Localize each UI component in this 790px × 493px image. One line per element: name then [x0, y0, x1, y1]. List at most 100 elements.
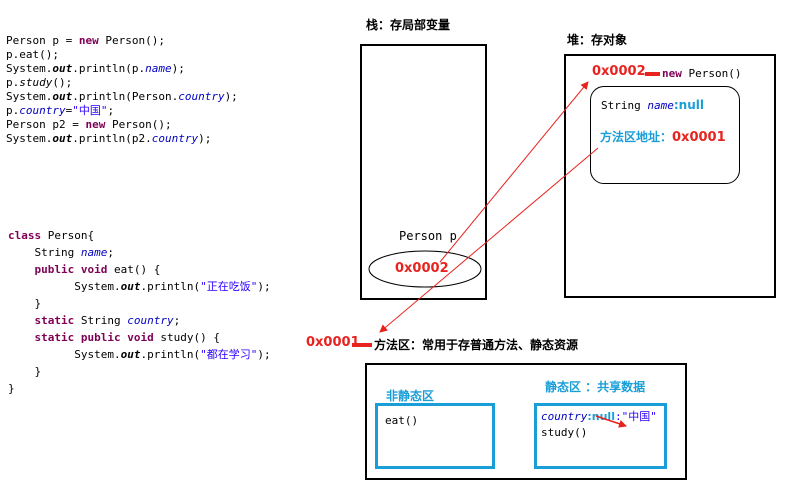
code-token: p.	[6, 104, 20, 117]
code-class-line: System.out.println("都在学习");	[8, 346, 271, 363]
code-token: }	[8, 297, 42, 310]
code-token: .println(	[140, 348, 201, 361]
heap-object-address: 0x0002	[592, 64, 646, 79]
code-token: ;	[107, 246, 114, 259]
code-token: out	[120, 348, 141, 361]
code-token: eat() {	[107, 263, 161, 276]
code-token: );	[198, 132, 212, 145]
heap-field-name: String name:null	[601, 98, 704, 112]
code-token: System.	[8, 348, 121, 361]
code-token: );	[171, 62, 185, 75]
code-token: name	[145, 62, 172, 75]
code-token: public	[80, 331, 121, 344]
code-token: .println(p.	[72, 62, 146, 75]
code-usage-line: Person p2 = new Person();	[6, 118, 238, 132]
stack-box	[360, 44, 487, 300]
heap-new-person-label: new Person()	[662, 67, 742, 80]
code-token: );	[257, 280, 271, 293]
non-static-method: eat()	[385, 414, 419, 427]
stack-var-address: 0x0002	[395, 261, 449, 276]
code-token: );	[224, 90, 238, 103]
method-area-title: 方法区：常用于存普通方法、静态资源	[374, 338, 579, 352]
code-token: Person{	[41, 229, 95, 242]
method-area-address: 0x0001	[306, 335, 360, 350]
code-token: name	[80, 246, 108, 259]
code-token: new	[85, 118, 106, 131]
code-usage-line: p.country="中国";	[6, 104, 238, 118]
code-token: p.eat();	[6, 48, 59, 61]
code-block-class: class Person{ String name; public void e…	[8, 227, 271, 397]
code-token: System.	[6, 62, 53, 75]
stack-var-label: Person p	[399, 229, 457, 243]
code-token: public	[34, 263, 75, 276]
code-token: .println(Person.	[72, 90, 179, 103]
code-class-line: System.out.println("正在吃饭");	[8, 278, 271, 295]
code-token: System.	[6, 90, 53, 103]
stack-title: 栈：存局部变量	[366, 18, 451, 32]
code-token: "中国"	[72, 104, 108, 117]
static-field: country:null:"中国"	[541, 410, 657, 423]
code-token: country	[19, 104, 66, 117]
heap-object-box	[590, 86, 740, 184]
code-token: out	[52, 62, 73, 75]
code-token: static	[34, 331, 75, 344]
code-token: String	[74, 314, 128, 327]
code-token: Person p2 =	[6, 118, 86, 131]
non-static-box	[375, 403, 495, 469]
code-class-line: static public void study() {	[8, 329, 271, 346]
code-token: class	[8, 229, 42, 242]
code-token: .println(p2.	[72, 132, 152, 145]
code-token: ;	[173, 314, 181, 327]
code-token: study() {	[153, 331, 220, 344]
code-token: .println(	[140, 280, 201, 293]
code-class-line: class Person{	[8, 227, 271, 244]
code-token: country	[127, 314, 174, 327]
code-token: Person();	[98, 34, 165, 47]
code-token: System.	[8, 280, 121, 293]
heap-method-address: 方法区地址：0x0001	[600, 130, 726, 145]
code-token: p.	[6, 76, 20, 89]
heap-address-connector	[645, 72, 660, 76]
code-class-line: String name;	[8, 244, 271, 261]
code-class-line: }	[8, 295, 271, 312]
code-class-line: static String country;	[8, 312, 271, 329]
code-token: out	[52, 132, 73, 145]
code-token: =	[65, 104, 73, 117]
code-usage-line: p.study();	[6, 76, 238, 90]
code-token: );	[257, 348, 271, 361]
code-token: country	[151, 132, 199, 145]
code-token: out	[52, 90, 73, 103]
method-area-box	[365, 363, 687, 480]
code-token: }	[8, 382, 15, 395]
code-token: country	[178, 90, 225, 103]
code-token: Person p =	[6, 34, 79, 47]
code-block-usage: Person p = new Person();p.eat();System.o…	[6, 34, 238, 146]
code-usage-line: Person p = new Person();	[6, 34, 238, 48]
code-token: String	[8, 246, 81, 259]
code-token: static	[34, 314, 75, 327]
code-token: ();	[52, 76, 73, 89]
stack-var-ellipse	[368, 250, 482, 288]
code-token: System.	[6, 132, 53, 145]
code-usage-line: System.out.println(Person.country);	[6, 90, 238, 104]
code-token: "都在学习"	[200, 348, 258, 361]
code-usage-line: System.out.println(p2.country);	[6, 132, 238, 146]
code-usage-line: System.out.println(p.name);	[6, 62, 238, 76]
code-usage-line: p.eat();	[6, 48, 238, 62]
code-token: Person();	[105, 118, 172, 131]
code-token: "正在吃饭"	[200, 280, 258, 293]
code-class-line: public void eat() {	[8, 261, 271, 278]
code-token: }	[8, 365, 42, 378]
code-token: ;	[107, 104, 115, 117]
code-token: new	[78, 34, 99, 47]
code-class-line: }	[8, 380, 271, 397]
static-method: study()	[541, 426, 588, 439]
code-token: void	[80, 263, 108, 276]
static-title: 静态区 ：共享数据	[545, 380, 646, 394]
static-box	[534, 403, 667, 469]
non-static-title: 非静态区	[386, 389, 435, 403]
arrow-heap-to-method-area	[379, 147, 599, 333]
arrow-stack-to-heap	[439, 81, 589, 263]
code-class-line: }	[8, 363, 271, 380]
